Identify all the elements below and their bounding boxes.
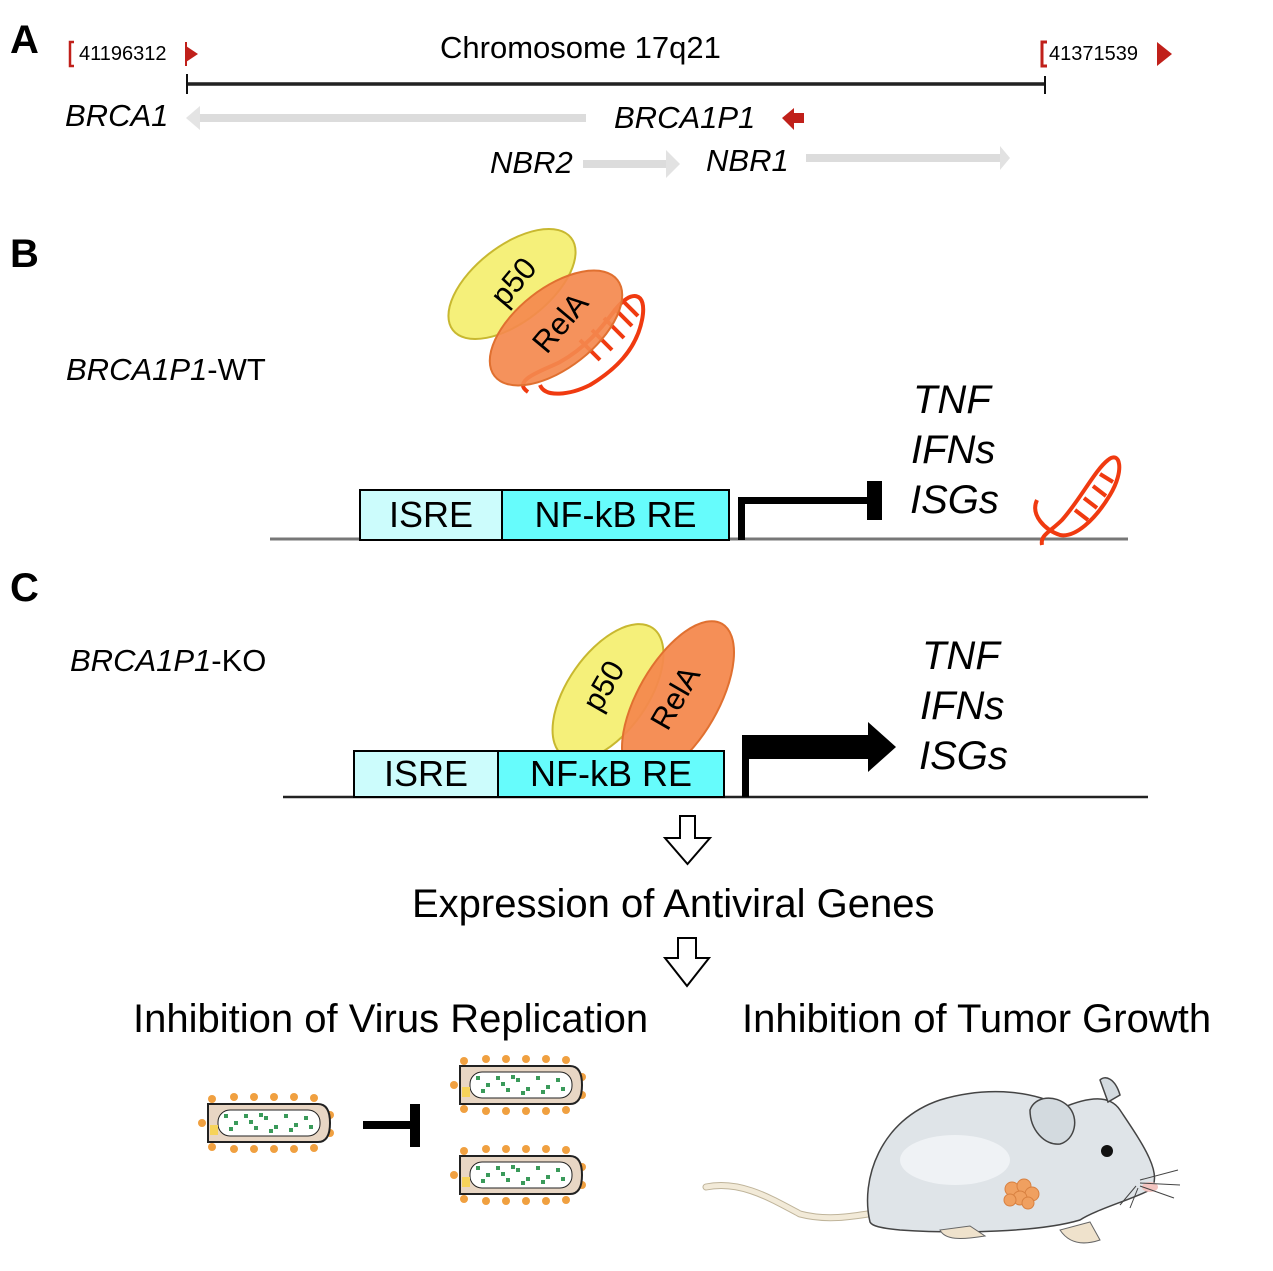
chromosome-ruler bbox=[186, 74, 1046, 94]
isre-label-b: ISRE bbox=[388, 494, 474, 535]
panel-b-label: B bbox=[10, 232, 39, 276]
brca1-gene-arrow bbox=[186, 106, 586, 130]
rela-protein-b bbox=[488, 269, 624, 387]
brca1p1-gene-arrow bbox=[782, 108, 804, 130]
chromosome-title: Chromosome 17q21 bbox=[440, 30, 721, 65]
nfkb-element-c: NF-kB RE bbox=[497, 750, 725, 798]
condition-wt-suffix: -WT bbox=[207, 352, 266, 387]
end-bracket-icon bbox=[1040, 40, 1172, 68]
condition-wt-label: BRCA1P1-WT bbox=[66, 352, 266, 388]
blocked-transcription-icon bbox=[738, 481, 882, 540]
gene-label-nbr2: NBR2 bbox=[490, 145, 573, 180]
isre-element-c: ISRE bbox=[353, 750, 499, 798]
target-ifns-c: IFNs bbox=[920, 684, 1005, 728]
gene-label-brca1p1: BRCA1P1 bbox=[614, 100, 756, 135]
start-coordinate: 41196312 bbox=[79, 43, 167, 65]
down-arrow-icon-2 bbox=[662, 937, 712, 988]
nfkb-label-b: NF-kB RE bbox=[534, 494, 697, 535]
isre-element-b: ISRE bbox=[359, 489, 503, 541]
outcome-expression: Expression of Antiviral Genes bbox=[412, 882, 935, 926]
nbr1-gene-arrow bbox=[806, 146, 1010, 170]
virus-particle-3 bbox=[449, 1144, 587, 1206]
inhibition-icon bbox=[363, 1104, 420, 1147]
gene-label-brca1: BRCA1 bbox=[65, 98, 169, 133]
target-tnf-b: TNF bbox=[913, 378, 991, 422]
nfkb-label-c: NF-kB RE bbox=[530, 753, 692, 794]
virus-particle-1 bbox=[197, 1092, 335, 1154]
condition-ko-gene: BRCA1P1 bbox=[70, 643, 212, 678]
start-bracket-icon bbox=[68, 40, 198, 68]
panel-c-label: C bbox=[10, 566, 39, 610]
isre-label-c: ISRE bbox=[383, 753, 469, 794]
virus-particle-2 bbox=[449, 1054, 587, 1116]
condition-ko-suffix: -KO bbox=[211, 643, 267, 678]
target-isgs-c: ISGs bbox=[919, 734, 1008, 778]
target-ifns-b: IFNs bbox=[911, 428, 996, 472]
panel-a-label: A bbox=[10, 18, 39, 62]
end-coordinate: 41371539 bbox=[1049, 43, 1138, 65]
mouse-with-tumor-icon bbox=[702, 1077, 1181, 1244]
condition-ko-label: BRCA1P1-KO bbox=[70, 643, 266, 679]
gene-label-nbr1: NBR1 bbox=[706, 143, 789, 178]
target-tnf-c: TNF bbox=[922, 634, 1000, 678]
down-arrow-icon-1 bbox=[662, 815, 713, 866]
nbr2-gene-arrow bbox=[583, 150, 680, 178]
active-transcription-arrow-icon bbox=[742, 722, 896, 797]
tumor-icon bbox=[1003, 1178, 1040, 1210]
nfkb-element-b: NF-kB RE bbox=[501, 489, 730, 541]
outcome-tumor-inhibition: Inhibition of Tumor Growth bbox=[742, 997, 1212, 1041]
outcome-virus-inhibition: Inhibition of Virus Replication bbox=[133, 997, 649, 1041]
condition-wt-gene: BRCA1P1 bbox=[66, 352, 208, 387]
target-isgs-b: ISGs bbox=[910, 478, 999, 522]
free-lncrna-icon bbox=[1033, 455, 1122, 546]
